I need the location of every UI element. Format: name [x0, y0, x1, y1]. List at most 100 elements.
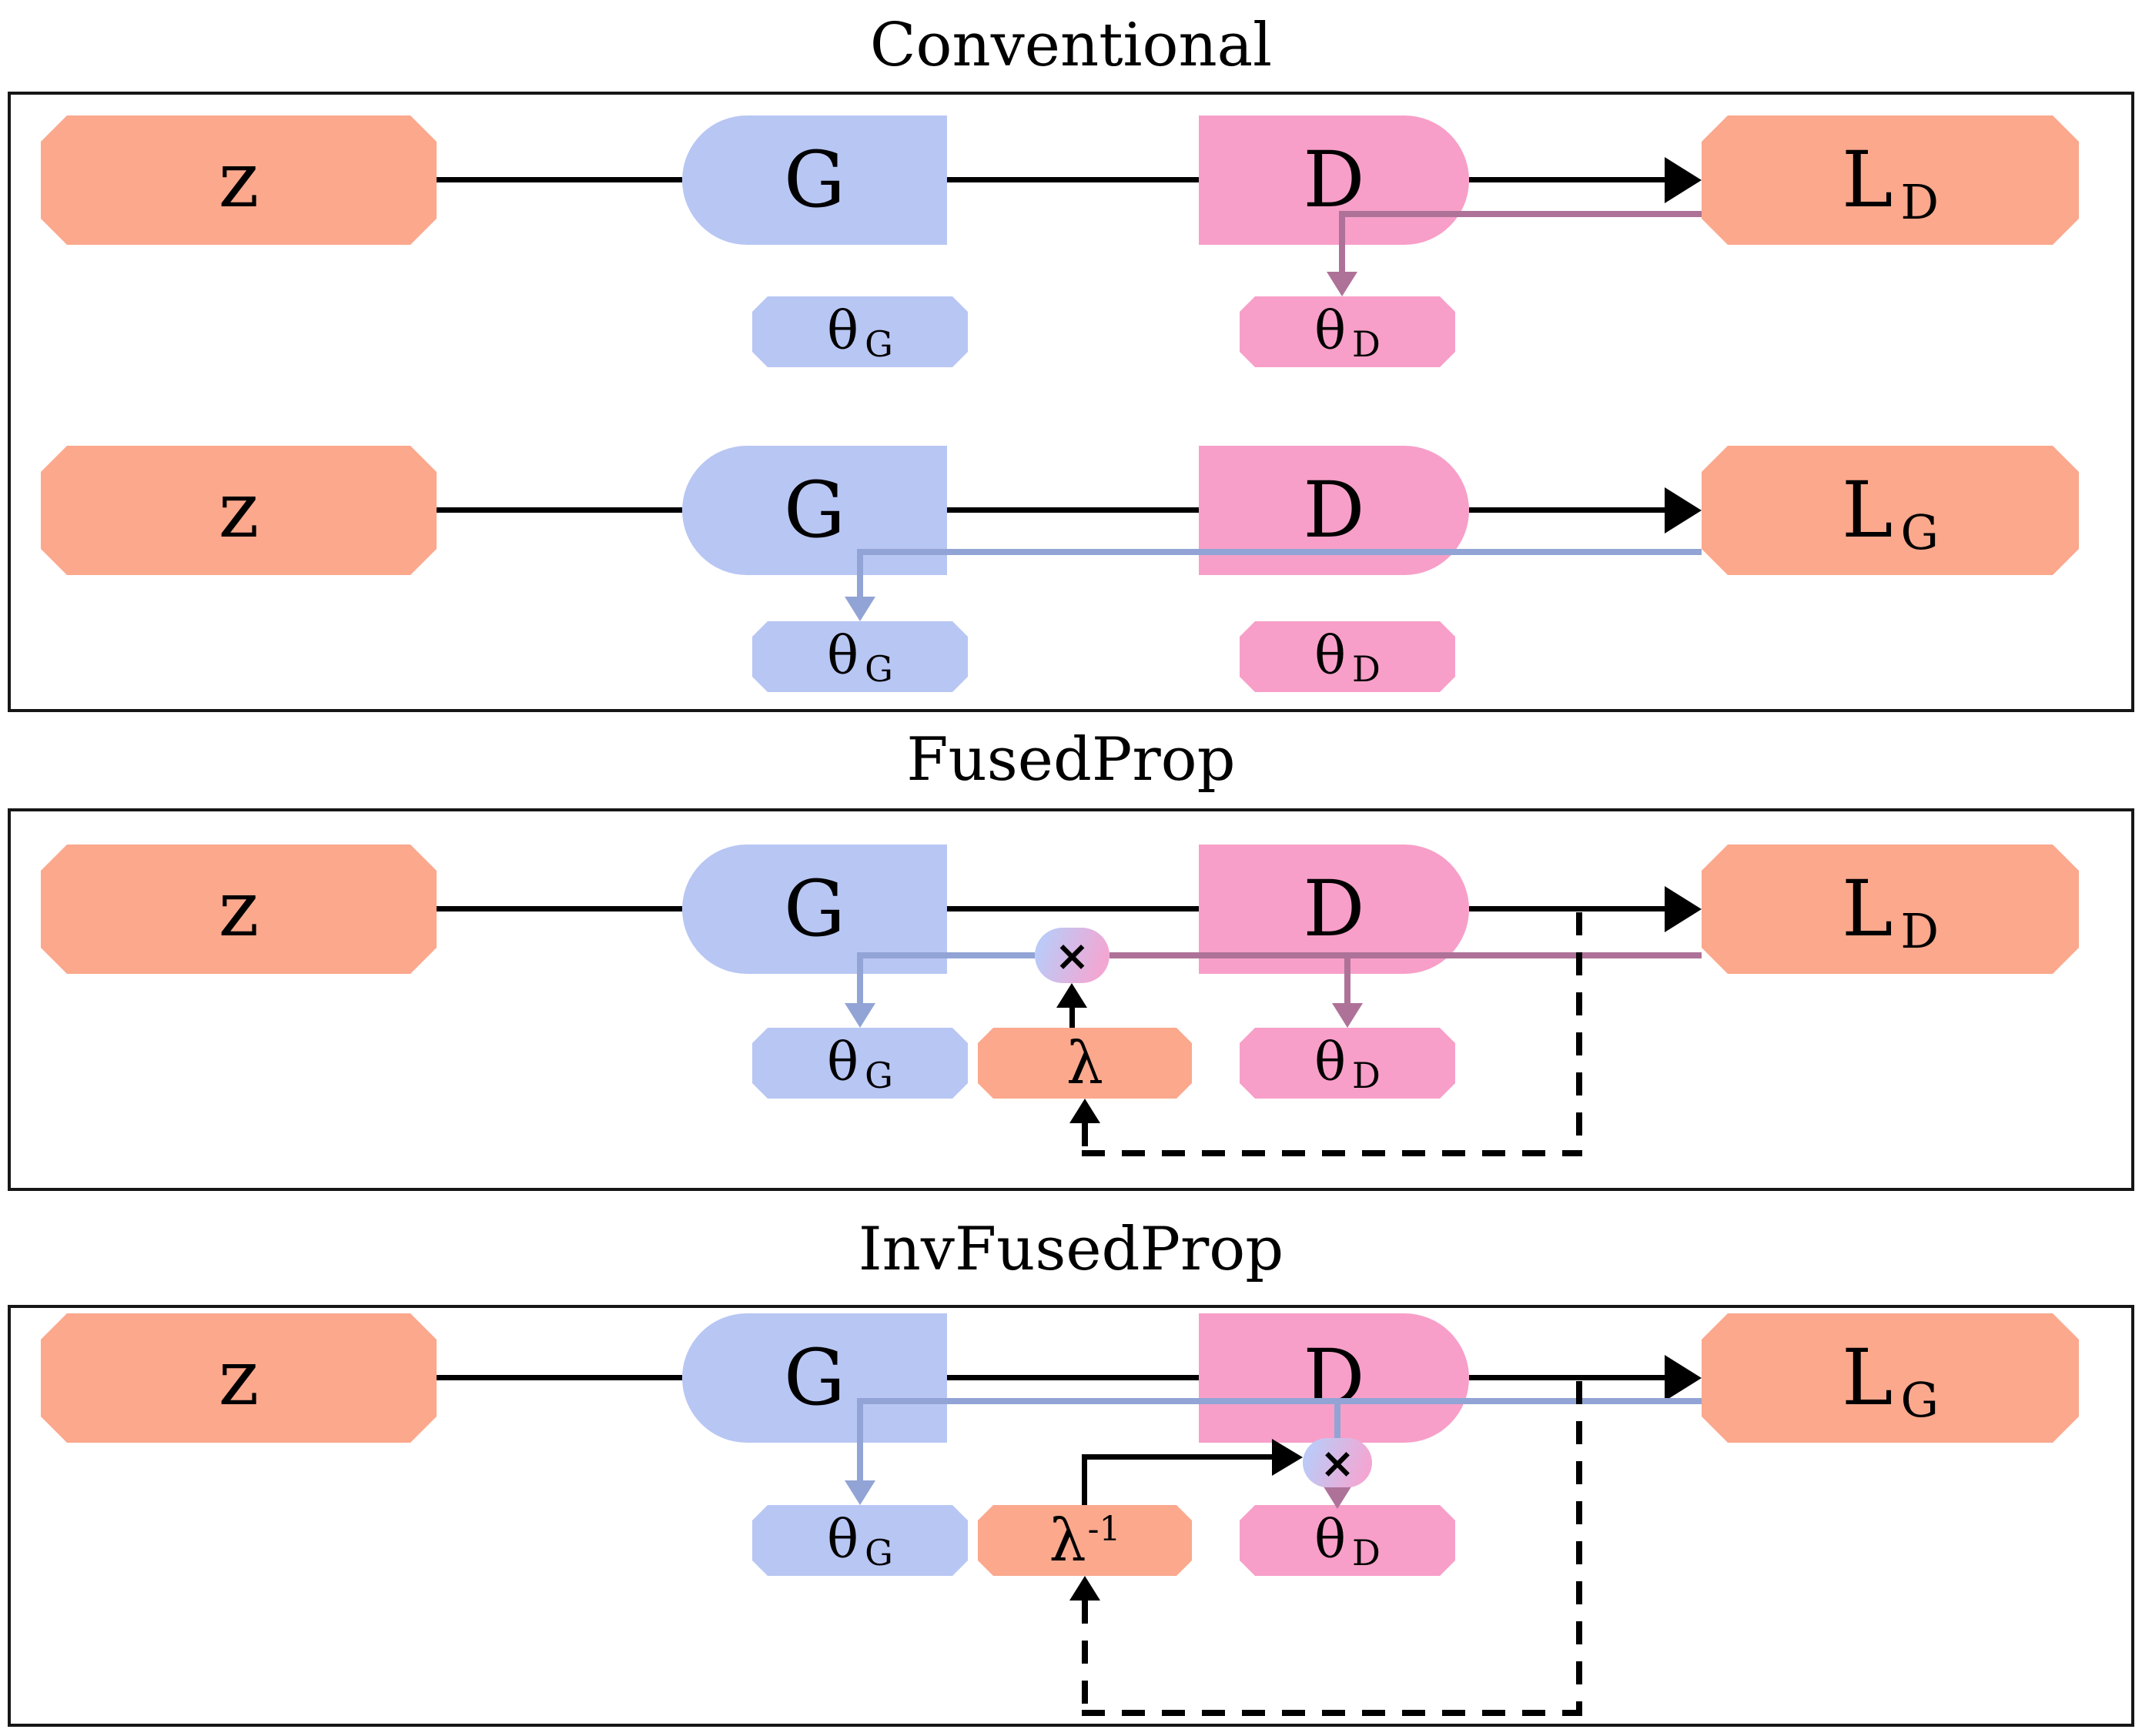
gradient-line-d-vertical: [1339, 211, 1345, 273]
lambda-feedback-dashed-vertical: [1576, 1381, 1582, 1713]
lambda-feedback-dashed-stem: [1082, 1123, 1088, 1150]
z-label: z: [218, 135, 259, 225]
generator-node: G: [682, 115, 947, 245]
lambda-feedback-dashed-stem: [1082, 1601, 1088, 1710]
flow-line-d-loss: [1469, 906, 1668, 911]
flow-line-z-g: [437, 1375, 682, 1380]
flow-line-g-d: [947, 1375, 1199, 1380]
z-label: z: [218, 465, 259, 555]
generator-node: G: [682, 845, 947, 974]
arrowhead-into-multiply: [1056, 983, 1087, 1008]
panel-title-invfusedprop: InvFusedProp: [858, 1215, 1284, 1284]
arrowhead-into-loss-d: [1665, 157, 1702, 203]
generator-label: G: [784, 864, 845, 954]
lambda-label: λ: [1066, 1029, 1104, 1097]
multiply-icon: ×: [1054, 931, 1090, 980]
flow-line-g-d: [947, 177, 1199, 182]
gradient-line-g-horizontal: [857, 1398, 1702, 1404]
gradient-line-into-multiply: [1334, 1398, 1340, 1438]
multiply-icon: ×: [1320, 1438, 1355, 1487]
lambda-to-multiply-line: [1069, 1005, 1075, 1028]
generator-label: G: [784, 1333, 845, 1423]
gradient-arrowhead-into-theta-g: [845, 1003, 875, 1028]
arrowhead-into-lambda: [1069, 1099, 1100, 1123]
lambda-feedback-dashed-horizontal: [1082, 1150, 1582, 1156]
z-label: z: [218, 1333, 259, 1423]
flow-line-z-g: [437, 906, 682, 911]
lambda-inverse-label: λ-1: [1049, 1506, 1121, 1574]
discriminator-label: D: [1303, 135, 1365, 225]
gradient-arrowhead-into-theta-d: [1322, 1484, 1353, 1509]
lambda-inverse-node: λ-1: [978, 1505, 1192, 1576]
multiply-node: ×: [1035, 928, 1109, 983]
generator-node: G: [682, 446, 947, 575]
flow-line-d-loss: [1469, 507, 1668, 513]
flow-line-d-loss: [1469, 177, 1668, 182]
lambda-feedback-dashed-horizontal: [1082, 1710, 1582, 1716]
discriminator-node: D: [1199, 446, 1469, 575]
z-node: z: [41, 115, 437, 245]
gradient-line-d-horizontal: [1109, 952, 1702, 958]
z-node: z: [41, 446, 437, 575]
generator-node: G: [682, 1313, 947, 1443]
gradient-arrowhead-into-theta-g: [845, 1480, 875, 1505]
lambda-inv-to-multiply-horizontal: [1082, 1454, 1274, 1460]
lambda-inv-to-multiply-vertical: [1082, 1457, 1087, 1505]
z-node: z: [41, 1313, 437, 1443]
multiply-node: ×: [1303, 1438, 1372, 1487]
gradient-line-g-vertical: [857, 549, 863, 598]
discriminator-node: D: [1199, 115, 1469, 245]
gradient-line-d-horizontal: [1339, 211, 1702, 217]
lambda-feedback-dashed-vertical: [1576, 912, 1582, 1153]
z-label: z: [218, 864, 259, 954]
gradient-line-d-vertical: [1344, 952, 1350, 1003]
gradient-arrowhead-into-theta-d: [1332, 1003, 1363, 1028]
panel-title-fusedprop: FusedProp: [906, 725, 1236, 794]
generator-label: G: [784, 465, 845, 555]
arrowhead-into-loss-g: [1665, 1355, 1702, 1401]
flow-line-d-loss: [1469, 1375, 1668, 1380]
generator-label: G: [784, 135, 845, 225]
flow-line-z-g: [437, 177, 682, 182]
arrowhead-into-lambda-inverse: [1069, 1576, 1100, 1601]
lambda-node: λ: [978, 1028, 1192, 1099]
gradient-line-g-horizontal: [857, 952, 1035, 958]
flow-line-g-d: [947, 906, 1199, 911]
gradient-line-g-vertical: [857, 1398, 863, 1480]
gradient-arrowhead-into-theta-d: [1327, 272, 1357, 296]
arrowhead-into-loss-d: [1665, 886, 1702, 932]
discriminator-label: D: [1303, 465, 1365, 555]
gradient-line-g-horizontal: [857, 549, 1702, 555]
discriminator-label: D: [1303, 864, 1365, 954]
flow-line-g-d: [947, 507, 1199, 513]
flow-line-z-g: [437, 507, 682, 513]
gradient-arrowhead-into-theta-g: [845, 597, 875, 621]
panel-title-conventional: Conventional: [869, 11, 1273, 80]
gradient-line-g-vertical: [857, 952, 863, 1003]
arrowhead-into-multiply: [1272, 1439, 1303, 1476]
